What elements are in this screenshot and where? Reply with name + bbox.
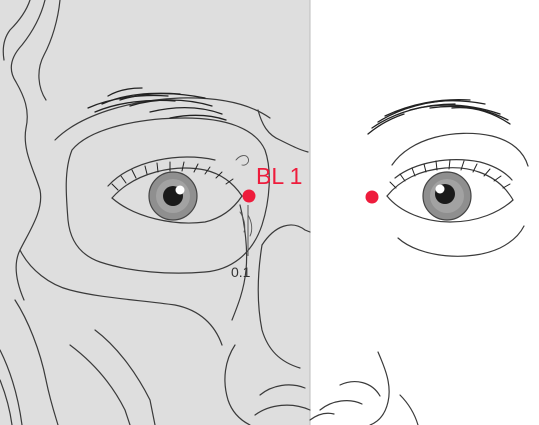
acupoint-marker-left bbox=[243, 190, 256, 203]
nose-outline-right bbox=[370, 352, 389, 425]
nostril-curve bbox=[310, 413, 334, 420]
nostril-right bbox=[320, 401, 362, 410]
right-lower-orbit-arc bbox=[398, 226, 524, 256]
right-eye-highlight bbox=[436, 185, 445, 194]
right-upper-orbit-arc bbox=[392, 133, 528, 166]
cheek-line-right bbox=[400, 395, 418, 425]
measure-label: 0.1 bbox=[231, 264, 251, 280]
nose-wing-right bbox=[340, 382, 380, 396]
skull-half: 0.1 bbox=[0, 0, 310, 425]
acupoint-label: BL 1 bbox=[256, 163, 302, 189]
right-eyebrow bbox=[368, 100, 510, 134]
left-eye-highlight bbox=[176, 186, 185, 195]
acupoint-marker-right bbox=[366, 191, 379, 204]
face-half bbox=[310, 100, 528, 425]
right-eye bbox=[387, 160, 513, 222]
